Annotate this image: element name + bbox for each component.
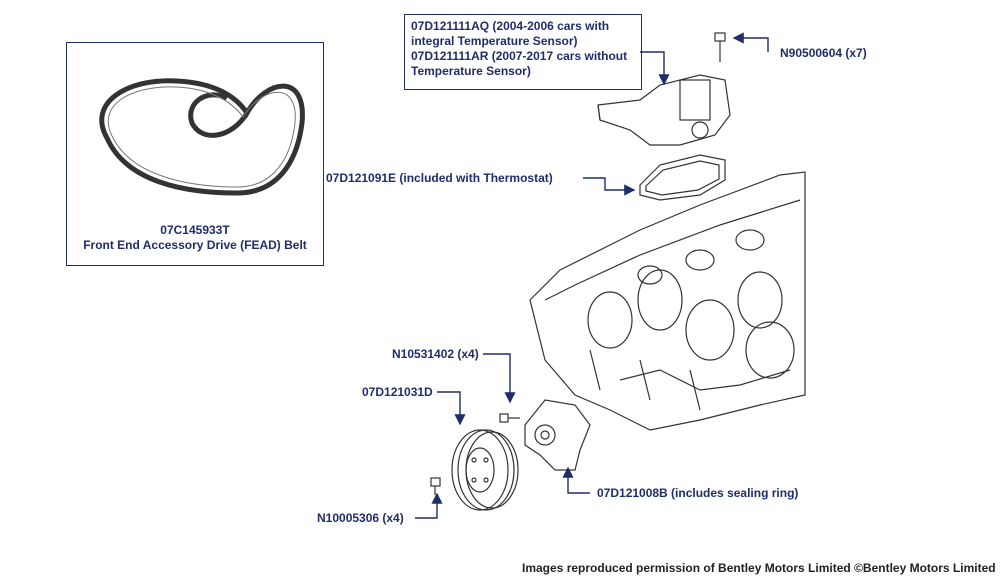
label-gasket: 07D121091E (included with Thermostat) — [326, 171, 553, 185]
label-bolt-top: N90500604 (x7) — [780, 46, 867, 60]
belt-description: Front End Accessory Drive (FEAD) Belt — [83, 238, 307, 252]
thermostat-line-3: 07D121111AR (2007-2017 cars without — [411, 49, 628, 63]
label-pump-bolt: N10531402 (x4) — [392, 347, 479, 361]
belt-panel: 07C145933T Front End Accessory Drive (FE… — [66, 42, 324, 266]
water-pump — [524, 399, 591, 471]
thermostat-housing — [597, 74, 731, 146]
label-pulley: 07D121031D — [362, 385, 433, 399]
engine-block — [529, 171, 806, 431]
thermostat-line-2: integral Temperature Sensor) — [411, 34, 578, 48]
thermostat-housing-label: 07D121111AQ (2004-2006 cars with integra… — [405, 15, 641, 83]
belt-caption: 07C145933T Front End Accessory Drive (FE… — [67, 223, 323, 253]
thermostat-gasket — [639, 154, 726, 201]
label-water-pump: 07D121008B (includes sealing ring) — [597, 486, 799, 500]
pump-bolt — [499, 413, 520, 423]
top-bolt — [714, 32, 726, 62]
copyright-footer: Images reproduced permission of Bentley … — [522, 561, 996, 575]
thermostat-line-4: Temperature Sensor) — [411, 64, 531, 78]
belt-part-number: 07C145933T — [160, 223, 230, 237]
leader-lines — [415, 32, 769, 519]
thermostat-housing-panel: 07D121111AQ (2004-2006 cars with integra… — [404, 14, 642, 90]
pulley-bolt — [430, 477, 441, 495]
pulley — [451, 429, 519, 511]
label-pulley-bolt: N10005306 (x4) — [317, 511, 404, 525]
belt-illustration — [99, 78, 305, 196]
thermostat-line-1: 07D121111AQ (2004-2006 cars with — [411, 19, 610, 33]
